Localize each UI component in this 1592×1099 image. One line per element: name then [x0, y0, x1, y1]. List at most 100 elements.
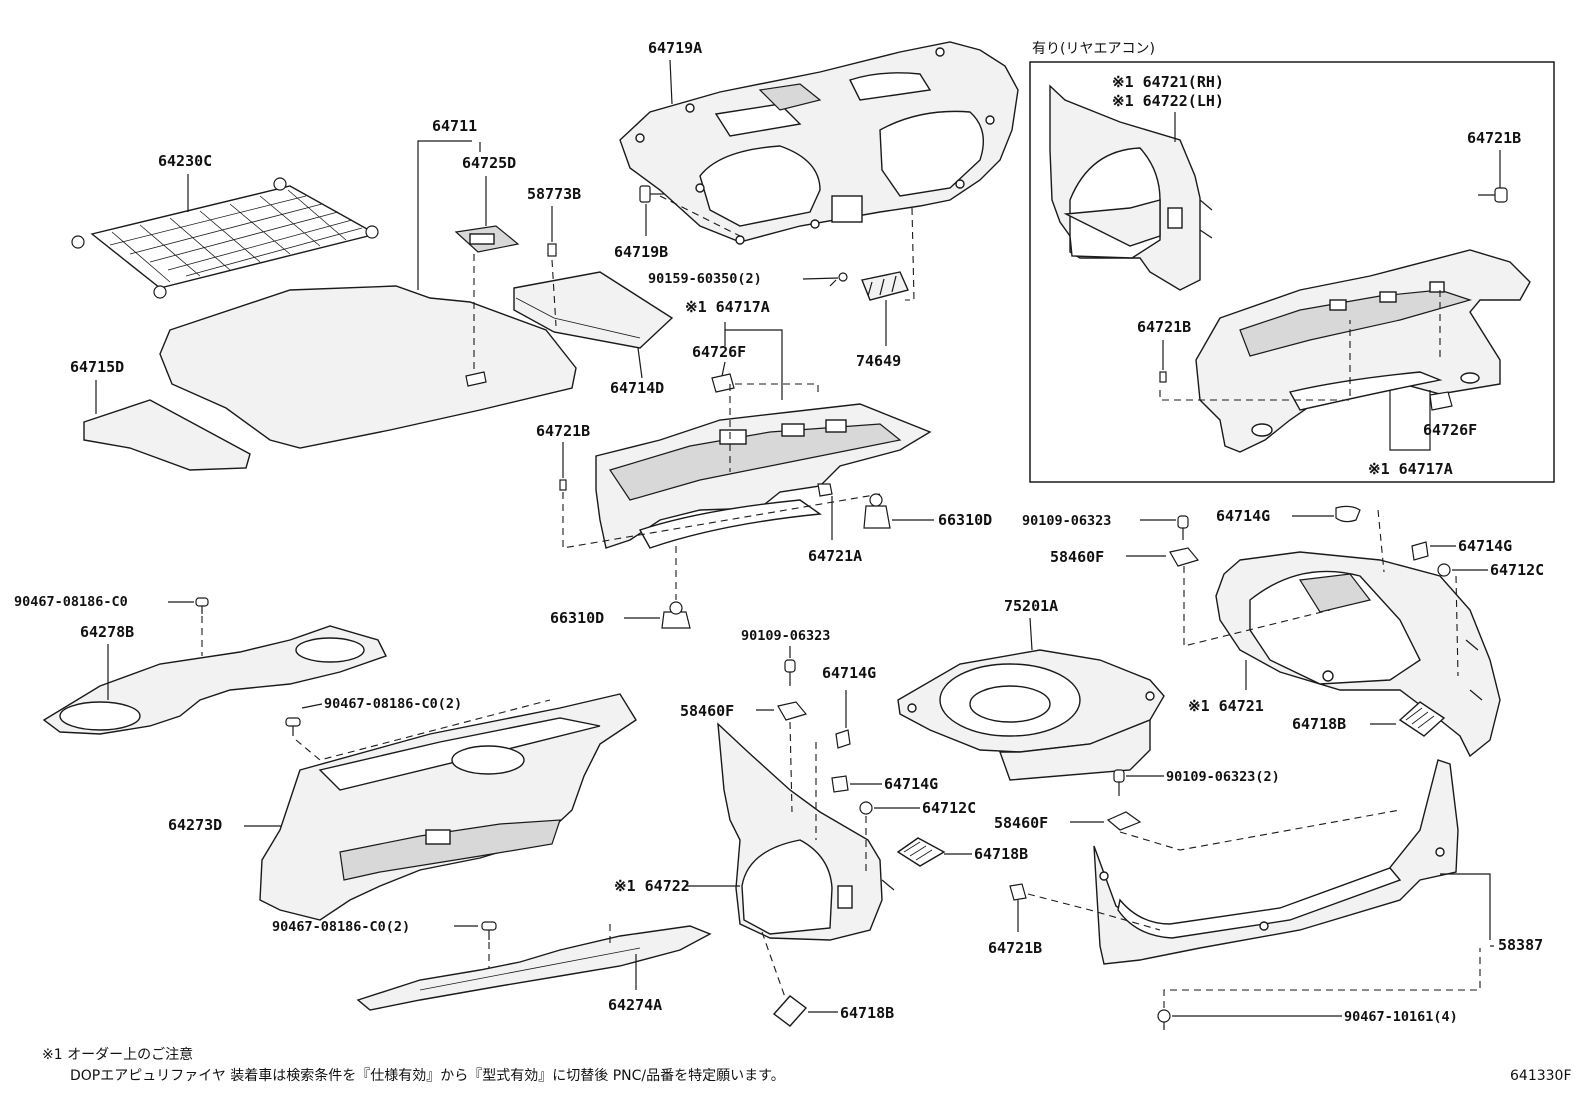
label-inset-64721b-left: 64721B	[1137, 318, 1191, 336]
label-64714g-c: 64714G	[1216, 507, 1270, 525]
clip-90467-08186-mid	[285, 717, 301, 736]
label-64722: ※1 64722	[614, 877, 690, 895]
label-75201a: 75201A	[1004, 597, 1058, 615]
clip-64721b-bottom	[1009, 883, 1027, 901]
nut-58460f-a	[777, 701, 808, 721]
label-74649: 74649	[856, 352, 901, 370]
label-inset-64721b-top: 64721B	[1467, 129, 1521, 147]
label-64721b-bottom: 64721B	[988, 939, 1042, 957]
clip-90467-08186-top	[195, 597, 209, 614]
part-64711-floor-mat	[159, 285, 577, 449]
label-64273d: 64273D	[168, 816, 222, 834]
label-inset-64721rh: ※1 64721(RH)	[1112, 73, 1224, 91]
part-64717a-floor-panel	[595, 403, 932, 549]
label-90109-06323-b: 90109-06323	[1022, 513, 1111, 529]
label-90467-10161: 90467-10161(4)	[1344, 1009, 1458, 1025]
screw-90109-06323-b	[1177, 515, 1189, 540]
clip-64714g-d	[1411, 541, 1429, 561]
label-66310d-right: 66310D	[938, 511, 992, 529]
inset-clip-64726f	[1429, 391, 1453, 411]
label-inset-64726f: 64726F	[1423, 421, 1477, 439]
part-64278b-panel	[42, 625, 387, 735]
label-64714g-a: 64714G	[822, 664, 876, 682]
grille-64718b-right	[1398, 701, 1446, 737]
nut-58460f-b	[1169, 547, 1200, 567]
label-64712c-b: 64712C	[1490, 561, 1544, 579]
clip-64721a	[817, 483, 833, 497]
clip-64714g-a	[835, 729, 851, 749]
label-64719a: 64719A	[648, 39, 702, 57]
part-64273d-rear-panel	[259, 693, 637, 921]
grille-64718b-mid	[896, 837, 946, 867]
footnote-line2: DOPエアピュリファイヤ 装着車は検索条件を『仕様有効』から『型式有効』に切替後…	[70, 1067, 785, 1084]
clip-66310d-bottom	[661, 601, 691, 629]
label-66310d-bottom: 66310D	[550, 609, 604, 627]
inset-side-box	[1049, 84, 1213, 291]
part-64230c-cargo-net	[71, 177, 379, 299]
label-58460f-c: 58460F	[994, 814, 1048, 832]
part-75201a-tub	[897, 649, 1165, 781]
screw-90109-06323-a	[784, 659, 796, 686]
label-64714g-b: 64714G	[884, 775, 938, 793]
inset-clip-64721b-left	[1159, 371, 1167, 383]
grille-64718b-bottom	[772, 995, 808, 1027]
label-58387: 58387	[1498, 936, 1543, 954]
clip-64721b-center	[559, 479, 567, 491]
label-90467-08186-top: 90467-08186-C0	[14, 594, 128, 610]
label-64721a: 64721A	[808, 547, 862, 565]
label-58773b: 58773B	[527, 185, 581, 203]
figure-code: 641330F	[1510, 1068, 1572, 1084]
part-64719a-trunk-lid-trim	[619, 41, 1019, 245]
inset-clip-64721b-top	[1478, 187, 1508, 203]
inset-floor-panel	[1195, 249, 1531, 453]
nut-58460f-c	[1106, 811, 1142, 831]
clip-64714g-c	[1335, 505, 1361, 523]
part-64722-side-trim	[717, 722, 895, 941]
part-74649-bracket	[861, 271, 909, 301]
label-64726f: 64726F	[692, 343, 746, 361]
screw-90467-10161	[1157, 1009, 1171, 1030]
inset-title: 有り(リヤエアコン)	[1032, 41, 1155, 57]
label-64711: 64711	[432, 117, 477, 135]
inset-frame	[1029, 61, 1555, 483]
label-90467-08186-bot: 90467-08186-C0(2)	[272, 919, 410, 935]
label-64278b: 64278B	[80, 623, 134, 641]
clip-90467-08186-bot	[481, 921, 497, 940]
footnote-line1: ※1 オーダー上のご注意	[42, 1046, 193, 1063]
clip-58773b	[547, 243, 557, 257]
screw-90159-60350	[829, 272, 848, 287]
label-64718b-right: 64718B	[1292, 715, 1346, 733]
label-90109-06323-c: 90109-06323(2)	[1166, 769, 1280, 785]
label-64274a: 64274A	[608, 996, 662, 1014]
label-58460f-a: 58460F	[680, 702, 734, 720]
clip-64714g-b	[831, 775, 849, 793]
label-inset-64722lh: ※1 64722(LH)	[1112, 92, 1224, 110]
label-64718b-mid: 64718B	[974, 845, 1028, 863]
part-64725d-handle	[454, 225, 520, 253]
label-64715d: 64715D	[70, 358, 124, 376]
screw-90109-06323-c	[1113, 769, 1125, 796]
label-58460f-b: 58460F	[1050, 548, 1104, 566]
label-64230c: 64230C	[158, 152, 212, 170]
label-64717a: ※1 64717A	[685, 298, 770, 316]
label-90109-06323-a: 90109-06323	[741, 628, 830, 644]
part-64715d-small-mat	[83, 399, 251, 471]
label-64712c-a: 64712C	[922, 799, 976, 817]
part-64274a-sill	[356, 925, 712, 1011]
clip-64719b	[639, 185, 664, 203]
label-64714d: 64714D	[610, 379, 664, 397]
clip-64712c-b	[1437, 563, 1451, 577]
part-58387-scuff-plate	[1093, 759, 1459, 965]
label-64714g-d: 64714G	[1458, 537, 1512, 555]
label-64725d: 64725D	[462, 154, 516, 172]
label-90159-60350: 90159-60350(2)	[648, 271, 762, 287]
part-64721-side-trim	[1215, 551, 1501, 758]
label-90467-08186-mid: 90467-08186-C0(2)	[324, 696, 462, 712]
label-inset-64717a: ※1 64717A	[1368, 460, 1453, 478]
label-64721: ※1 64721	[1188, 697, 1264, 715]
label-64718b-bottom: 64718B	[840, 1004, 894, 1022]
clip-64726f	[711, 373, 735, 393]
label-64719b: 64719B	[614, 243, 668, 261]
clip-64712c-a	[859, 801, 873, 815]
